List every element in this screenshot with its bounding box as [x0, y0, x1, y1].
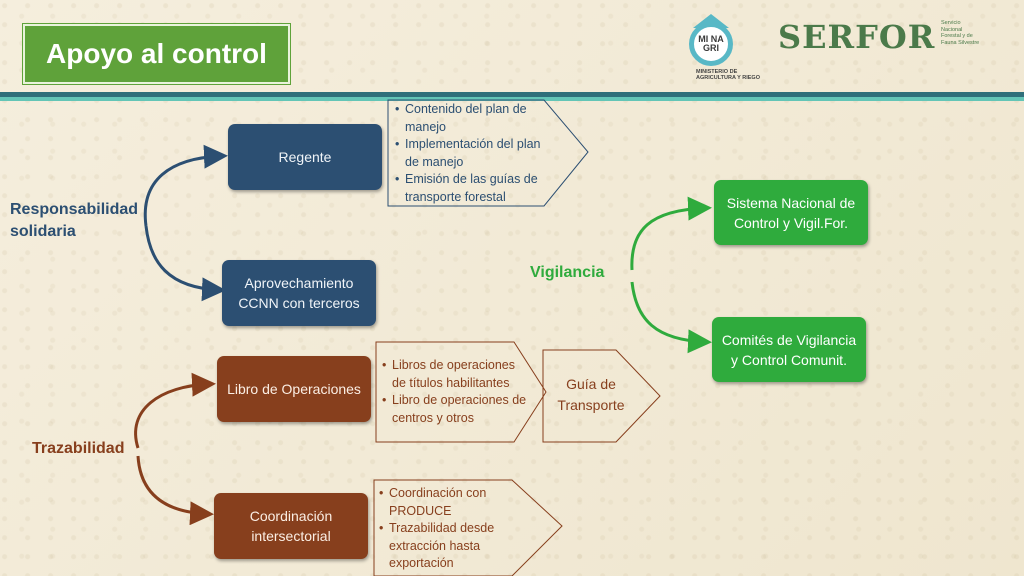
- arrow-to-libro: [134, 372, 216, 449]
- callout-coord-item: Coordinación con PRODUCE: [379, 485, 519, 520]
- minagri-mark-text: MI NA GRI: [698, 34, 724, 53]
- guia-label: Guía de Transporte: [557, 376, 625, 413]
- guia-shape: [542, 349, 661, 443]
- serfor-logo: SERFOR: [778, 18, 936, 56]
- header-stripe-light: [0, 97, 1024, 101]
- callout-regente-shape: [387, 99, 589, 207]
- minagri-mark: MI NA GRI: [689, 22, 733, 66]
- arrow-to-coordinacion: [136, 455, 214, 526]
- callout-regente-item: Contenido del plan de manejo: [395, 101, 547, 136]
- arrow-to-comites: [630, 281, 712, 354]
- callout-coord: Coordinación con PRODUCE Trazabilidad de…: [379, 485, 519, 573]
- sistema-box: Sistema Nacional de Control y Vigil.For.: [714, 180, 868, 245]
- callout-coord-shape: [373, 479, 563, 576]
- callout-libro-item: Libros de operaciones de títulos habilit…: [382, 357, 532, 392]
- aprovechamiento-box: Aprovechamiento CCNN con terceros: [222, 260, 376, 326]
- slide-title: Apoyo al control: [23, 24, 290, 84]
- callout-libro-item: Libro de operaciones de centros y otros: [382, 392, 532, 427]
- libro-box: Libro de Operaciones: [217, 356, 371, 422]
- comites-box: Comités de Vigilancia y Control Comunit.: [712, 317, 866, 382]
- serfor-subtitle: Servicio Nacional Forestal y de Fauna Si…: [941, 20, 980, 46]
- regente-box: Regente: [228, 124, 382, 190]
- vigilancia-label: Vigilancia: [530, 264, 605, 281]
- callout-regente-item: Emisión de las guías de transporte fores…: [395, 171, 547, 206]
- callout-libro: Libros de operaciones de títulos habilit…: [382, 357, 532, 427]
- minagri-subtitle: MINISTERIO DE AGRICULTURA Y RIEGO: [696, 69, 760, 81]
- trazabilidad-label: Trazabilidad: [32, 440, 125, 457]
- coordinacion-box: Coordinación intersectorial: [214, 493, 368, 559]
- callout-regente-item: Implementación del plan de manejo: [395, 136, 547, 171]
- responsabilidad-label: Responsabilidad solidaria: [10, 201, 139, 240]
- callout-regente: Contenido del plan de manejo Implementac…: [395, 101, 547, 206]
- arrow-to-aprovechamiento: [144, 225, 226, 302]
- callout-coord-item: Trazabilidad desde extracción hasta expo…: [379, 520, 519, 573]
- minagri-logo: MI NA GRI MINISTERIO DE AGRICULTURA Y RI…: [683, 14, 763, 86]
- header-stripe-dark: [0, 92, 1024, 97]
- arrow-to-regente: [143, 144, 228, 227]
- arrow-to-sistema: [630, 196, 712, 271]
